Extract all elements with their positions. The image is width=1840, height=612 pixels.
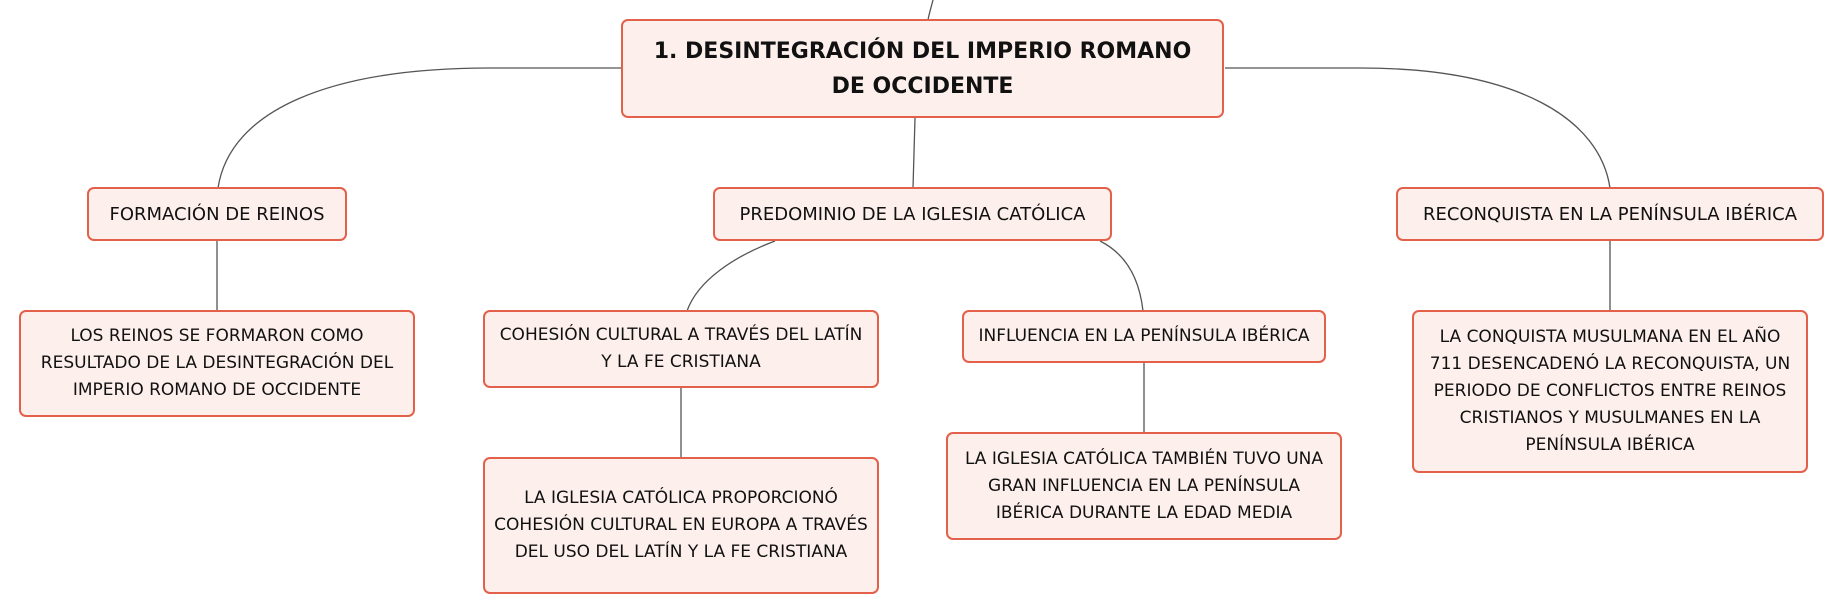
subtopic-title-influencia-peninsula: INFLUENCIA EN LA PENÍNSULA IBÉRICA [978, 326, 1310, 346]
branch-title-formacion-de-reinos: FORMACIÓN DE REINOS [109, 203, 325, 225]
root-topic-node[interactable]: 1. DESINTEGRACIÓN DEL IMPERIO ROMANO DE … [621, 19, 1224, 118]
branch-title-predominio-iglesia: PREDOMINIO DE LA IGLESIA CATÓLICA [739, 203, 1086, 225]
branch-node-formacion-de-reinos[interactable]: FORMACIÓN DE REINOS [87, 187, 347, 241]
detail-text-influencia-peninsula: LA IGLESIA CATÓLICA TAMBIÉN TUVO UNA GRA… [964, 448, 1324, 523]
subtopic-node-influencia-peninsula[interactable]: INFLUENCIA EN LA PENÍNSULA IBÉRICA [962, 310, 1326, 363]
connector-root-predominio [912, 117, 916, 189]
detail-text-formacion: LOS REINOS SE FORMARON COMO RESULTADO DE… [40, 326, 394, 400]
detail-node-influencia-peninsula[interactable]: LA IGLESIA CATÓLICA TAMBIÉN TUVO UNA GRA… [946, 432, 1342, 540]
root-topic-title: 1. DESINTEGRACIÓN DEL IMPERIO ROMANO DE … [653, 38, 1192, 99]
branch-node-reconquista[interactable]: RECONQUISTA EN LA PENÍNSULA IBÉRICA [1396, 187, 1824, 241]
detail-node-cohesion-cultural[interactable]: LA IGLESIA CATÓLICA PROPORCIONÓ COHESIÓN… [483, 457, 879, 594]
connector-predominio-influencia [1099, 240, 1144, 312]
detail-node-reconquista[interactable]: LA CONQUISTA MUSULMANA EN EL AÑO 711 DES… [1412, 310, 1808, 473]
subtopic-title-cohesion-cultural: COHESIÓN CULTURAL A TRAVÉS DEL LATÍN Y L… [499, 325, 863, 372]
connector-predominio-cohesion [686, 240, 776, 312]
detail-text-reconquista: LA CONQUISTA MUSULMANA EN EL AÑO 711 DES… [1429, 327, 1791, 455]
connector-root-formacion [217, 67, 622, 189]
detail-node-formacion[interactable]: LOS REINOS SE FORMARON COMO RESULTADO DE… [19, 310, 415, 417]
detail-text-cohesion-cultural: LA IGLESIA CATÓLICA PROPORCIONÓ COHESIÓN… [494, 488, 868, 562]
connector-parent-root [927, 0, 934, 21]
branch-title-reconquista: RECONQUISTA EN LA PENÍNSULA IBÉRICA [1422, 203, 1798, 225]
connector-root-reconquista [1225, 67, 1611, 189]
branch-node-predominio-iglesia[interactable]: PREDOMINIO DE LA IGLESIA CATÓLICA [713, 187, 1112, 241]
subtopic-node-cohesion-cultural[interactable]: COHESIÓN CULTURAL A TRAVÉS DEL LATÍN Y L… [483, 310, 879, 388]
